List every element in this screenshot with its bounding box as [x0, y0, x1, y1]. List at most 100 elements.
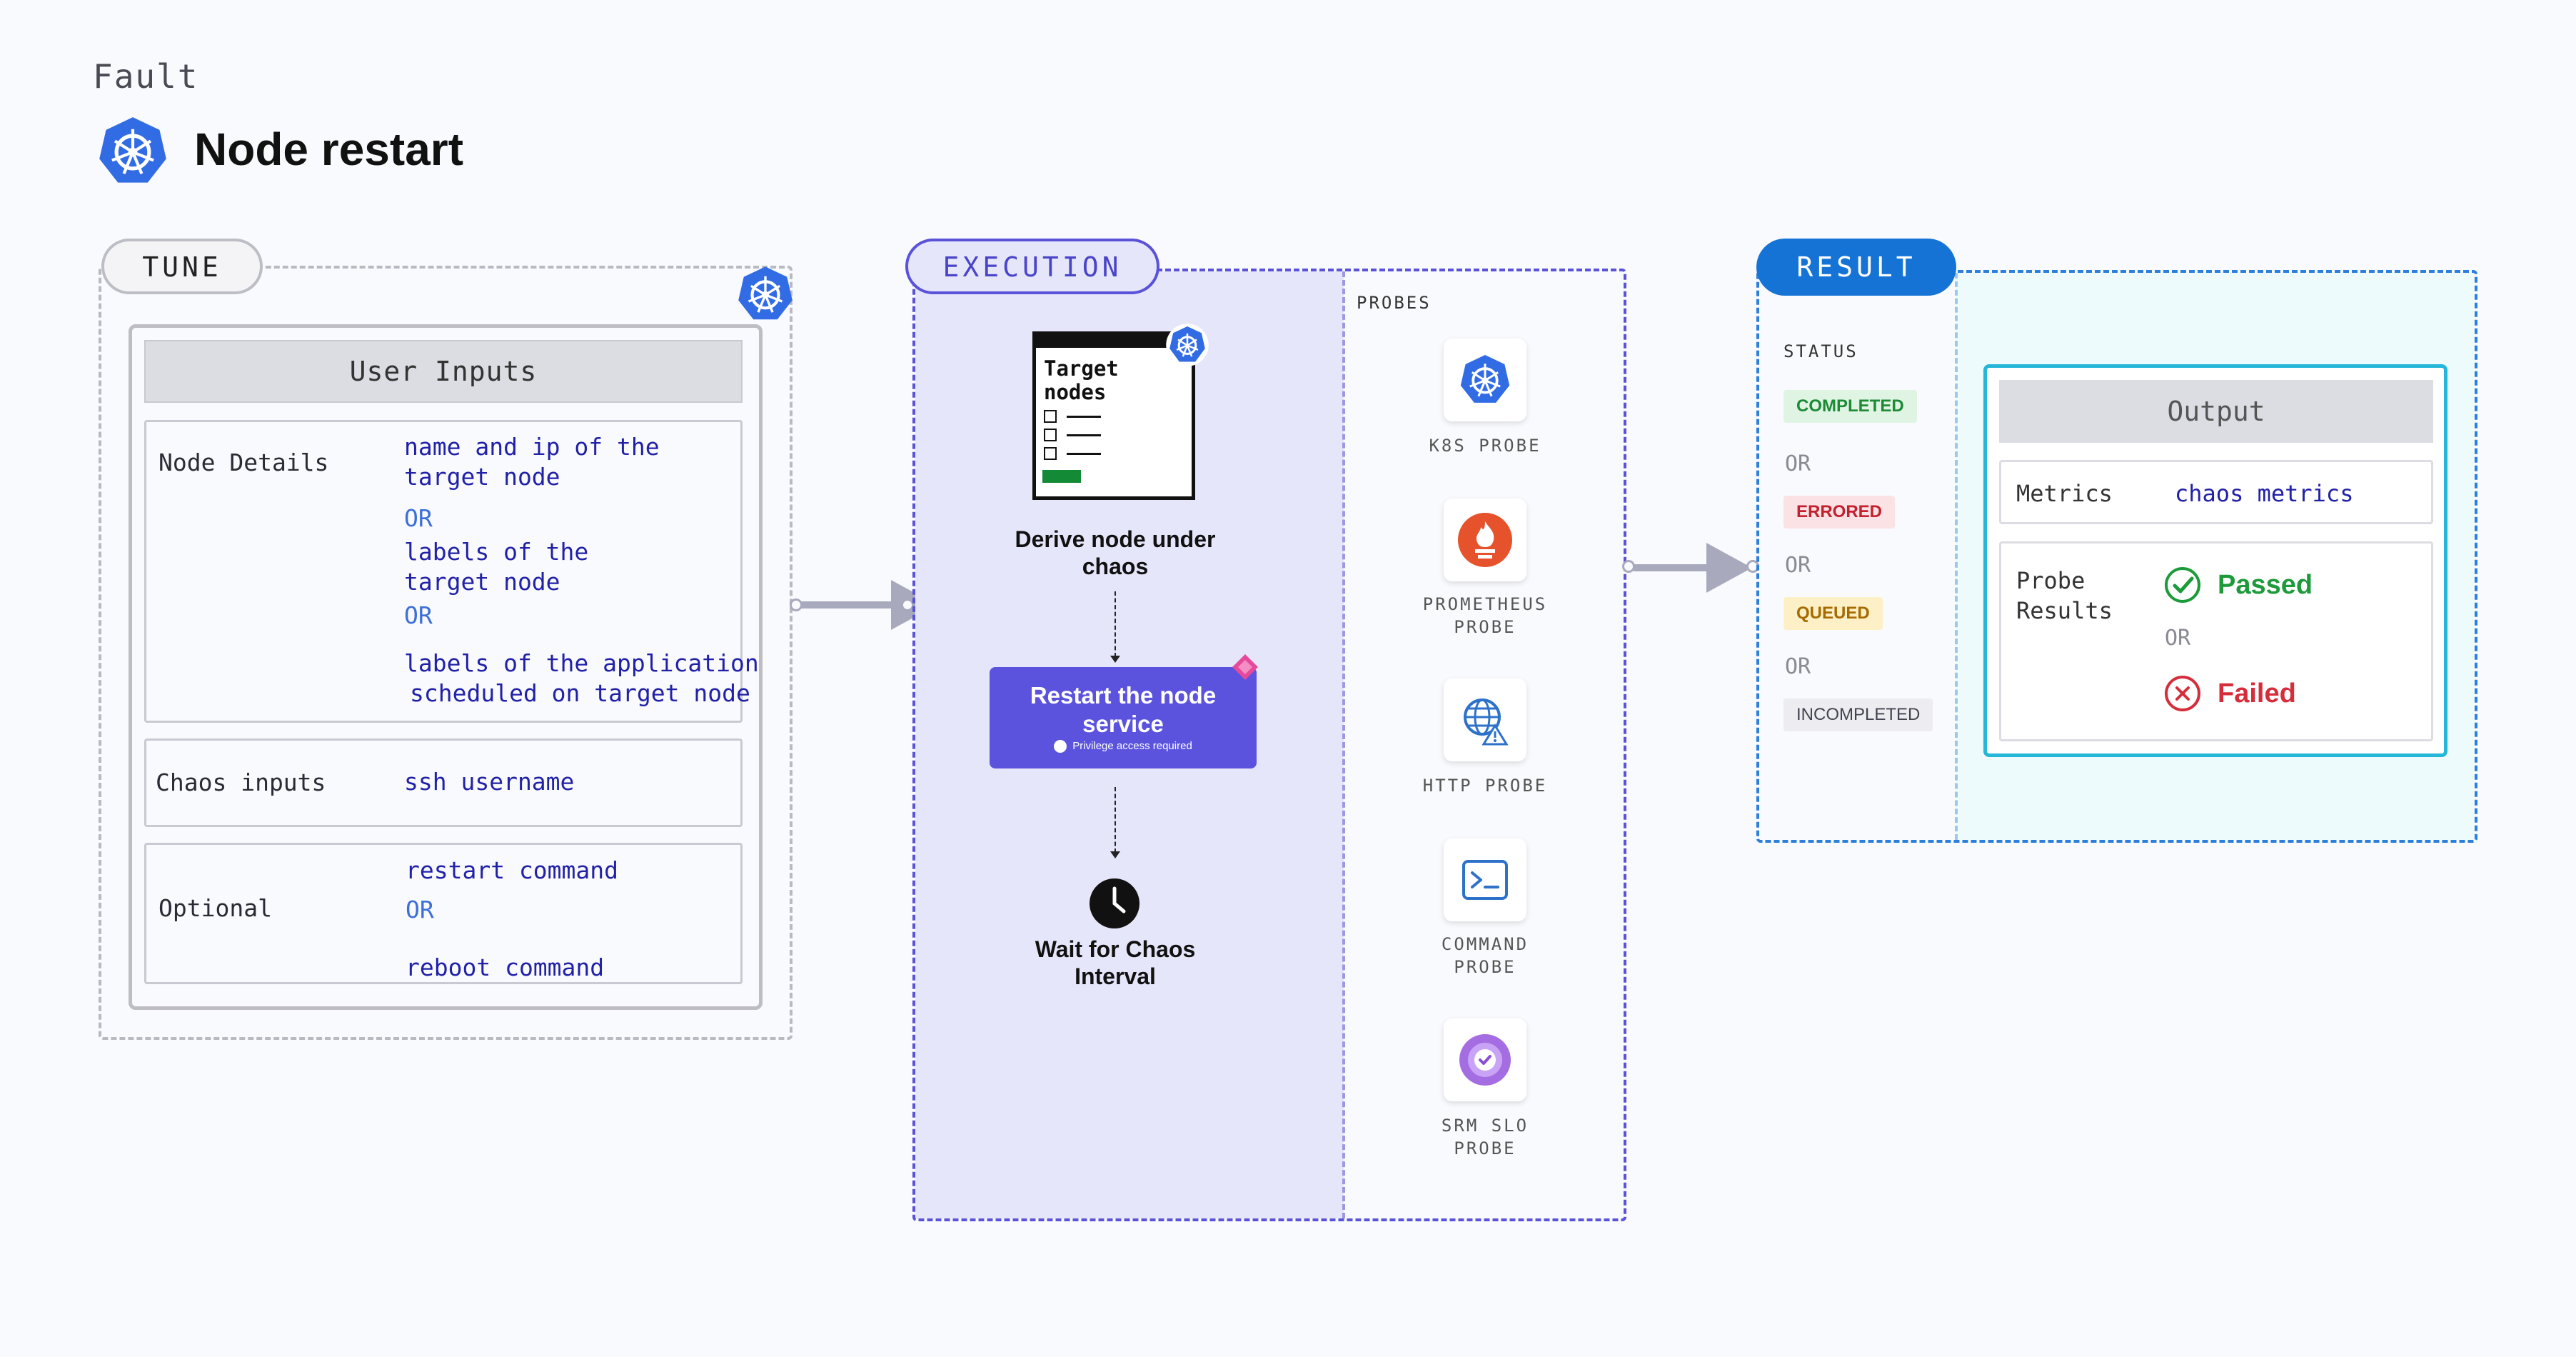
http-probe-tile — [1444, 678, 1526, 761]
lock-icon — [1054, 740, 1067, 753]
checkbox-icon — [1044, 410, 1057, 423]
fault-badge-icon — [1232, 654, 1258, 680]
command-probe-tile — [1444, 838, 1526, 921]
failed-label: Failed — [2218, 678, 2296, 708]
step-text-line: chaos — [1082, 554, 1149, 579]
list-line — [1067, 434, 1101, 436]
target-nodes-title: Target nodes — [1044, 357, 1119, 404]
node-details-value: target node — [404, 463, 560, 491]
http-globe-icon — [1464, 698, 1509, 746]
probe-results-row — [1999, 541, 2433, 741]
probe-label: SRM SLO PROBE — [1392, 1114, 1578, 1160]
optional-label: Optional — [159, 894, 272, 922]
list-line — [1067, 453, 1101, 455]
probe-results-label: Probe Results — [2016, 566, 2113, 626]
step-wait-interval: Wait for Chaos Interval — [980, 936, 1251, 990]
passed-label: Passed — [2218, 570, 2313, 600]
optional-value: reboot command — [406, 953, 605, 981]
probe-results-line: Probe — [2016, 567, 2086, 594]
result-pill: RESULT — [1756, 239, 1956, 296]
probe-label: PROMETHEUS PROBE — [1392, 593, 1578, 639]
probe-label: K8S PROBE — [1392, 434, 1578, 457]
output-title: Output — [1999, 380, 2433, 443]
arrow-head-icon — [1110, 656, 1120, 663]
or-separator: OR — [1785, 553, 1811, 578]
arrow-head-icon — [1706, 543, 1752, 593]
optional-section — [144, 843, 743, 984]
probe-label-line: PROBE — [1454, 617, 1516, 637]
flow-arrow — [1634, 564, 1714, 571]
divider — [1955, 273, 1958, 840]
card-titlebar — [1036, 335, 1192, 348]
node-details-value: labels of the — [404, 538, 589, 566]
step-text-line: Restart the node — [1030, 682, 1217, 708]
status-badge-incompleted: INCOMPLETED — [1783, 698, 1933, 731]
node-details-value: name and ip of the — [404, 433, 660, 461]
checkbox-icon — [1044, 429, 1057, 441]
status-badge-errored: ERRORED — [1783, 496, 1896, 529]
restart-node-label: Restart the node service — [990, 681, 1257, 738]
result-panel — [1756, 270, 2477, 843]
step-text-line: service — [1082, 711, 1164, 737]
section-label: Fault — [93, 57, 199, 96]
chaos-inputs-section — [144, 738, 743, 827]
status-badge-queued: QUEUED — [1783, 597, 1883, 630]
kubernetes-icon — [1166, 324, 1209, 366]
x-circle-icon — [2165, 676, 2200, 711]
target-title-line: nodes — [1044, 380, 1107, 404]
probe-label-line: PROBE — [1454, 957, 1516, 977]
flow-arrow — [801, 601, 898, 609]
k8s-probe-tile — [1444, 339, 1526, 421]
prometheus-icon — [1458, 513, 1512, 567]
kubernetes-icon — [1460, 355, 1510, 403]
probe-label-line: COMMAND — [1441, 934, 1529, 954]
node-details-value: labels of the application — [404, 649, 759, 677]
or-separator: OR — [404, 504, 433, 532]
checkbox-icon — [1044, 447, 1057, 460]
probes-label: PROBES — [1357, 293, 1432, 313]
optional-value: restart command — [406, 856, 619, 884]
node-details-value: scheduled on target node — [410, 679, 750, 707]
execution-pill: EXECUTION — [905, 239, 1159, 294]
probe-label-line: SRM SLO — [1441, 1116, 1529, 1136]
flow-connector — [1115, 787, 1116, 853]
kubernetes-icon — [99, 117, 166, 183]
or-separator: OR — [404, 601, 433, 629]
metrics-label: Metrics — [2016, 480, 2113, 507]
tune-panel — [99, 266, 793, 1040]
status-bar — [1042, 470, 1081, 483]
probe-label-line: K8S PROBE — [1429, 436, 1541, 456]
step-text-line: Derive node under — [1015, 526, 1216, 552]
or-separator: OR — [2165, 626, 2191, 651]
step-text-line: Interval — [1075, 963, 1156, 989]
page-title: Node restart — [194, 124, 463, 175]
divider — [1342, 271, 1345, 1218]
arrow-head-icon — [1110, 851, 1120, 858]
execution-panel — [912, 269, 1626, 1221]
node-details-section — [144, 420, 743, 723]
or-separator: OR — [1785, 654, 1811, 679]
srm-slo-icon — [1459, 1034, 1511, 1086]
tune-pill: TUNE — [101, 239, 263, 294]
restart-node-step — [990, 667, 1257, 768]
flow-connector — [1115, 591, 1116, 657]
probe-label: HTTP PROBE — [1392, 774, 1578, 797]
step-derive-node: Derive node under chaos — [980, 526, 1251, 580]
chaos-inputs-value: ssh username — [404, 768, 575, 796]
node-details-value: target node — [404, 568, 560, 596]
probe-label-line: PROBE — [1454, 1138, 1516, 1158]
kubernetes-icon — [738, 266, 793, 320]
privilege-note-text: Privilege access required — [1072, 740, 1192, 752]
chaos-inputs-label: Chaos inputs — [156, 768, 326, 796]
status-badge-completed: COMPLETED — [1783, 390, 1917, 423]
step-text-line: Wait for Chaos — [1035, 936, 1196, 962]
status-label: STATUS — [1783, 341, 1858, 361]
metrics-row — [1999, 460, 2433, 524]
terminal-icon — [1462, 860, 1508, 900]
probe-label: COMMAND PROBE — [1392, 933, 1578, 978]
user-inputs-title: User Inputs — [144, 340, 743, 403]
clock-icon — [1090, 878, 1139, 928]
or-separator: OR — [1785, 451, 1811, 476]
or-separator: OR — [406, 896, 434, 923]
prometheus-probe-tile — [1444, 499, 1526, 581]
